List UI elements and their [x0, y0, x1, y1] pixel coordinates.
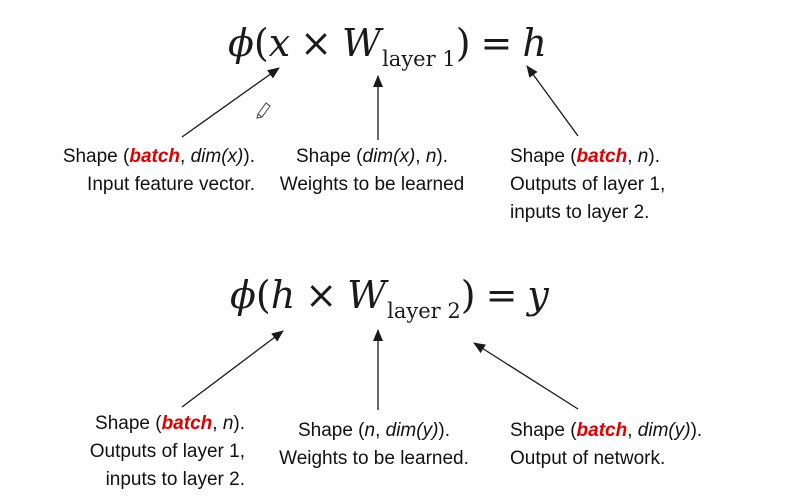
shape-prefix: Shape ( — [62, 146, 130, 167]
separator: , — [415, 146, 426, 167]
arrow-output-h — [526, 65, 579, 137]
separator: , — [375, 420, 386, 441]
description-line: Weights to be learned. — [279, 448, 469, 469]
open-paren: ( — [253, 21, 269, 65]
annotation-layer-2-input: Shape (batch, n). Outputs of layer 1, in… — [45, 410, 245, 494]
shape-prefix: Shape ( — [510, 146, 577, 167]
annotation-layer-1-output: Shape (batch, n). Outputs of layer 1, in… — [510, 143, 770, 227]
arrow-output-y — [473, 342, 579, 410]
shape-prefix: Shape ( — [297, 420, 365, 441]
weight-subscript: layer 2 — [387, 299, 461, 323]
close-paren: ) — [455, 21, 471, 65]
batch-label: batch — [576, 420, 628, 441]
equation-layer-1: ϕ(x×Wlayer 1)=h — [228, 21, 547, 70]
annotation-network-output: Shape (batch, dim(y)). Output of network… — [510, 417, 770, 473]
input-variable: h — [270, 273, 296, 317]
annotation-weights-layer-1: Shape (dim(x), n). Weights to be learned — [262, 143, 482, 199]
separator: , — [627, 420, 638, 441]
equals-operator: = — [480, 21, 513, 65]
separator: , — [180, 146, 191, 167]
times-operator: × — [300, 21, 333, 65]
n-label: n — [364, 420, 376, 441]
weight-symbol: W — [342, 21, 382, 65]
weight-subscript: layer 1 — [382, 47, 456, 71]
shape-line: Shape (batch, n). — [510, 143, 770, 171]
n-label: n — [222, 413, 234, 434]
close-paren: ) — [460, 273, 476, 317]
shape-suffix: ). — [436, 146, 449, 167]
phi-symbol: ϕ — [228, 21, 254, 65]
open-paren: ( — [255, 273, 271, 317]
dim-label: dim(x) — [190, 146, 244, 167]
shape-line: Shape (dim(x), n). — [262, 143, 482, 171]
description-line: Output of network. — [510, 448, 666, 469]
description-line: Outputs of layer 1, — [89, 441, 245, 462]
input-variable: x — [268, 21, 291, 65]
n-label: n — [425, 146, 437, 167]
dim-label: dim(x) — [362, 146, 416, 167]
annotation-input-vector: Shape (batch, dim(x)). Input feature vec… — [30, 143, 255, 199]
batch-label: batch — [129, 146, 181, 167]
description-line-2: inputs to layer 2. — [105, 469, 245, 490]
separator: , — [212, 413, 223, 434]
description-line: Weights to be learned — [279, 174, 465, 195]
equation-layer-2: ϕ(h×Wlayer 2)=y — [230, 273, 549, 322]
phi-symbol: ϕ — [230, 273, 256, 317]
arrow-h-input — [181, 330, 284, 408]
shape-line: Shape (batch, dim(x)). — [30, 143, 255, 171]
shape-line: Shape (batch, dim(y)). — [510, 417, 770, 445]
arrow-input-to-x — [181, 67, 280, 138]
shape-suffix: ). — [233, 413, 245, 434]
shape-suffix: ). — [648, 146, 660, 167]
times-operator: × — [305, 273, 338, 317]
batch-label: batch — [576, 146, 628, 167]
shape-prefix: Shape ( — [510, 420, 577, 441]
pencil-cursor-icon — [256, 102, 271, 119]
description-line: Input feature vector. — [87, 174, 255, 195]
separator: , — [627, 146, 638, 167]
equals-operator: = — [485, 273, 518, 317]
shape-prefix: Shape ( — [295, 146, 363, 167]
output-variable: y — [527, 273, 549, 317]
shape-line: Shape (batch, n). — [45, 410, 245, 438]
shape-prefix: Shape ( — [95, 413, 162, 434]
dim-label: dim(y) — [637, 420, 691, 441]
n-label: n — [637, 146, 649, 167]
output-variable: h — [522, 21, 547, 65]
shape-suffix: ). — [690, 420, 703, 441]
annotation-weights-layer-2: Shape (n, dim(y)). Weights to be learned… — [262, 417, 486, 473]
description-line-2: inputs to layer 2. — [510, 202, 650, 223]
batch-label: batch — [161, 413, 213, 434]
shape-suffix: ). — [438, 420, 451, 441]
shape-line: Shape (n, dim(y)). — [262, 417, 486, 445]
shape-suffix: ). — [243, 146, 255, 167]
weight-symbol: W — [347, 273, 387, 317]
dim-label: dim(y) — [385, 420, 439, 441]
description-line: Outputs of layer 1, — [510, 174, 666, 195]
